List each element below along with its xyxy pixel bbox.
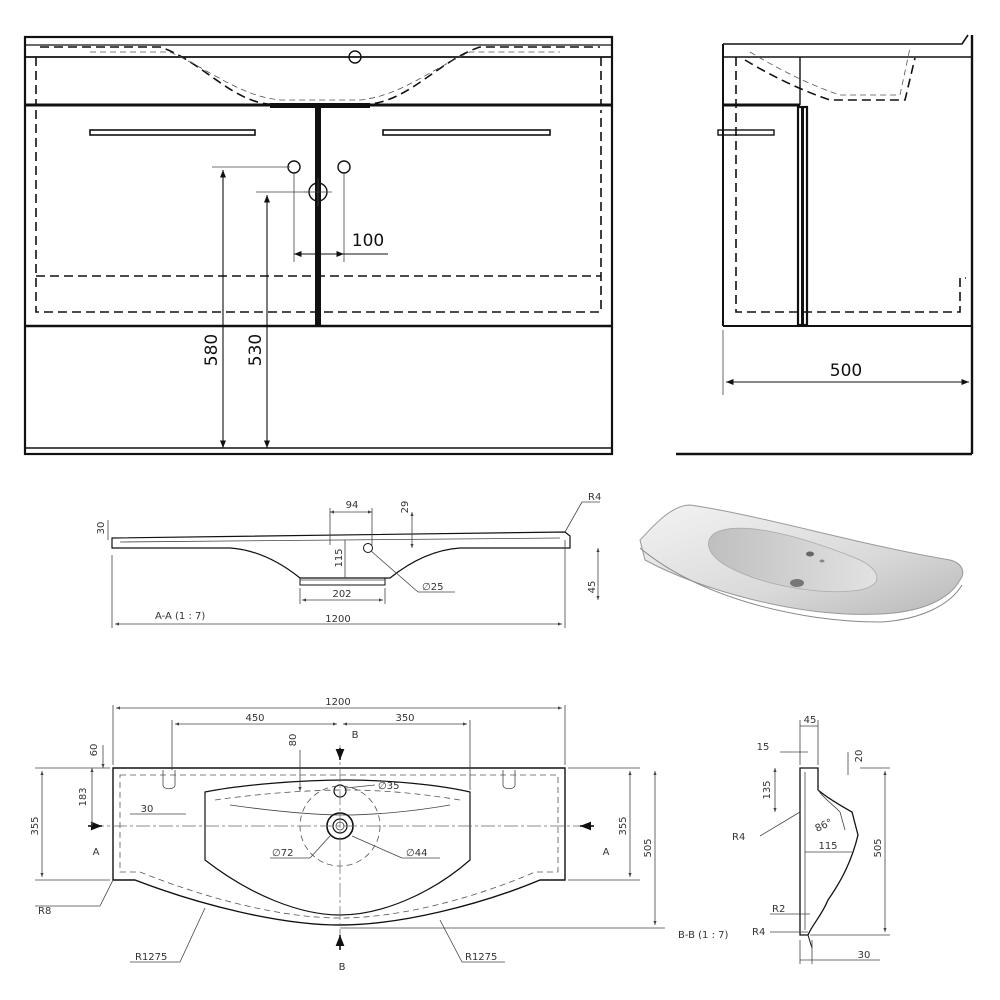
bb-dim-r4-bottom: R4 [752, 927, 765, 938]
section-bb: 45 15 20 135 R4 86° 115 505 R2 R4 B-B (1… [678, 715, 890, 964]
section-aa-profile [111, 531, 571, 579]
section-aa: 1200 A-A (1 : 7) 202 94 29 30 115 ∅25 45… [96, 492, 601, 628]
bb-dim-505: 505 [873, 838, 884, 857]
front-view: 580 530 100 [23, 35, 614, 456]
bowl-plan-outline [204, 779, 471, 916]
side-view: 500 [676, 34, 974, 456]
section-bb-profile [799, 767, 859, 936]
left-handle [89, 129, 256, 136]
aa-dim-30: 30 [96, 522, 107, 535]
plan-dim-44: ∅44 [406, 848, 427, 859]
section-a-right: A [603, 847, 610, 858]
bb-dim-30: 30 [858, 950, 871, 961]
plan-dim-1200: 1200 [325, 697, 350, 708]
right-handle [382, 129, 551, 136]
dim-580: 580 [202, 334, 222, 366]
plan-dim-183: 183 [78, 787, 89, 806]
plan-dim-hole-35: ∅35 [378, 781, 399, 792]
plan-dim-r8: R8 [38, 906, 51, 917]
aa-label: A-A (1 : 7) [155, 611, 205, 622]
door-divider [315, 107, 321, 325]
basin-3d-view [639, 504, 964, 623]
plan-dim-30: 30 [141, 804, 154, 815]
section-a-left: A [93, 847, 100, 858]
bb-dim-135: 135 [762, 780, 773, 799]
basin-plan-outline [112, 767, 566, 926]
dim-100: 100 [352, 231, 384, 251]
plan-dim-350: 350 [395, 713, 414, 724]
plan-view: A A B B 1200 450 350 80 60 183 30 355 [30, 697, 665, 973]
aa-dim-94: 94 [346, 500, 359, 511]
plan-dim-450: 450 [245, 713, 264, 724]
dim-530: 530 [246, 334, 266, 366]
aa-dim-29: 29 [400, 501, 411, 514]
overflow-hole [348, 50, 362, 64]
cabinet-outline [23, 35, 614, 456]
aa-dim-202: 202 [332, 589, 351, 600]
bb-dim-15: 15 [757, 742, 770, 753]
aa-dim-hole-25: ∅25 [422, 582, 443, 593]
basin-hidden-outline [40, 46, 600, 105]
bb-dim-r2: R2 [772, 904, 785, 915]
plan-dim-505: 505 [643, 838, 654, 857]
pipe-hole-right [337, 160, 351, 174]
plan-dim-r1275-left: R1275 [135, 952, 167, 963]
plan-dim-72: ∅72 [272, 848, 293, 859]
bb-label: B-B (1 : 7) [678, 930, 729, 941]
plan-dim-80: 80 [288, 734, 299, 747]
bb-dim-45: 45 [804, 715, 817, 726]
bb-dim-20: 20 [854, 750, 865, 763]
plan-dim-60: 60 [89, 744, 100, 757]
aa-dim-45: 45 [587, 581, 598, 594]
plan-dim-355-right: 355 [618, 816, 629, 835]
aa-dim-1200: 1200 [325, 614, 350, 625]
plan-dim-355-left: 355 [30, 816, 41, 835]
bb-dim-86: 86° [814, 817, 835, 834]
section-b-bottom: B [339, 962, 346, 973]
dim-500: 500 [830, 361, 862, 381]
aa-dim-115: 115 [334, 548, 345, 567]
aa-dim-r4: R4 [588, 492, 601, 503]
plan-dim-r1275-right: R1275 [465, 952, 497, 963]
bb-dim-r4-top: R4 [732, 832, 745, 843]
bb-dim-115: 115 [818, 841, 837, 852]
section-b-top: B [352, 730, 359, 741]
